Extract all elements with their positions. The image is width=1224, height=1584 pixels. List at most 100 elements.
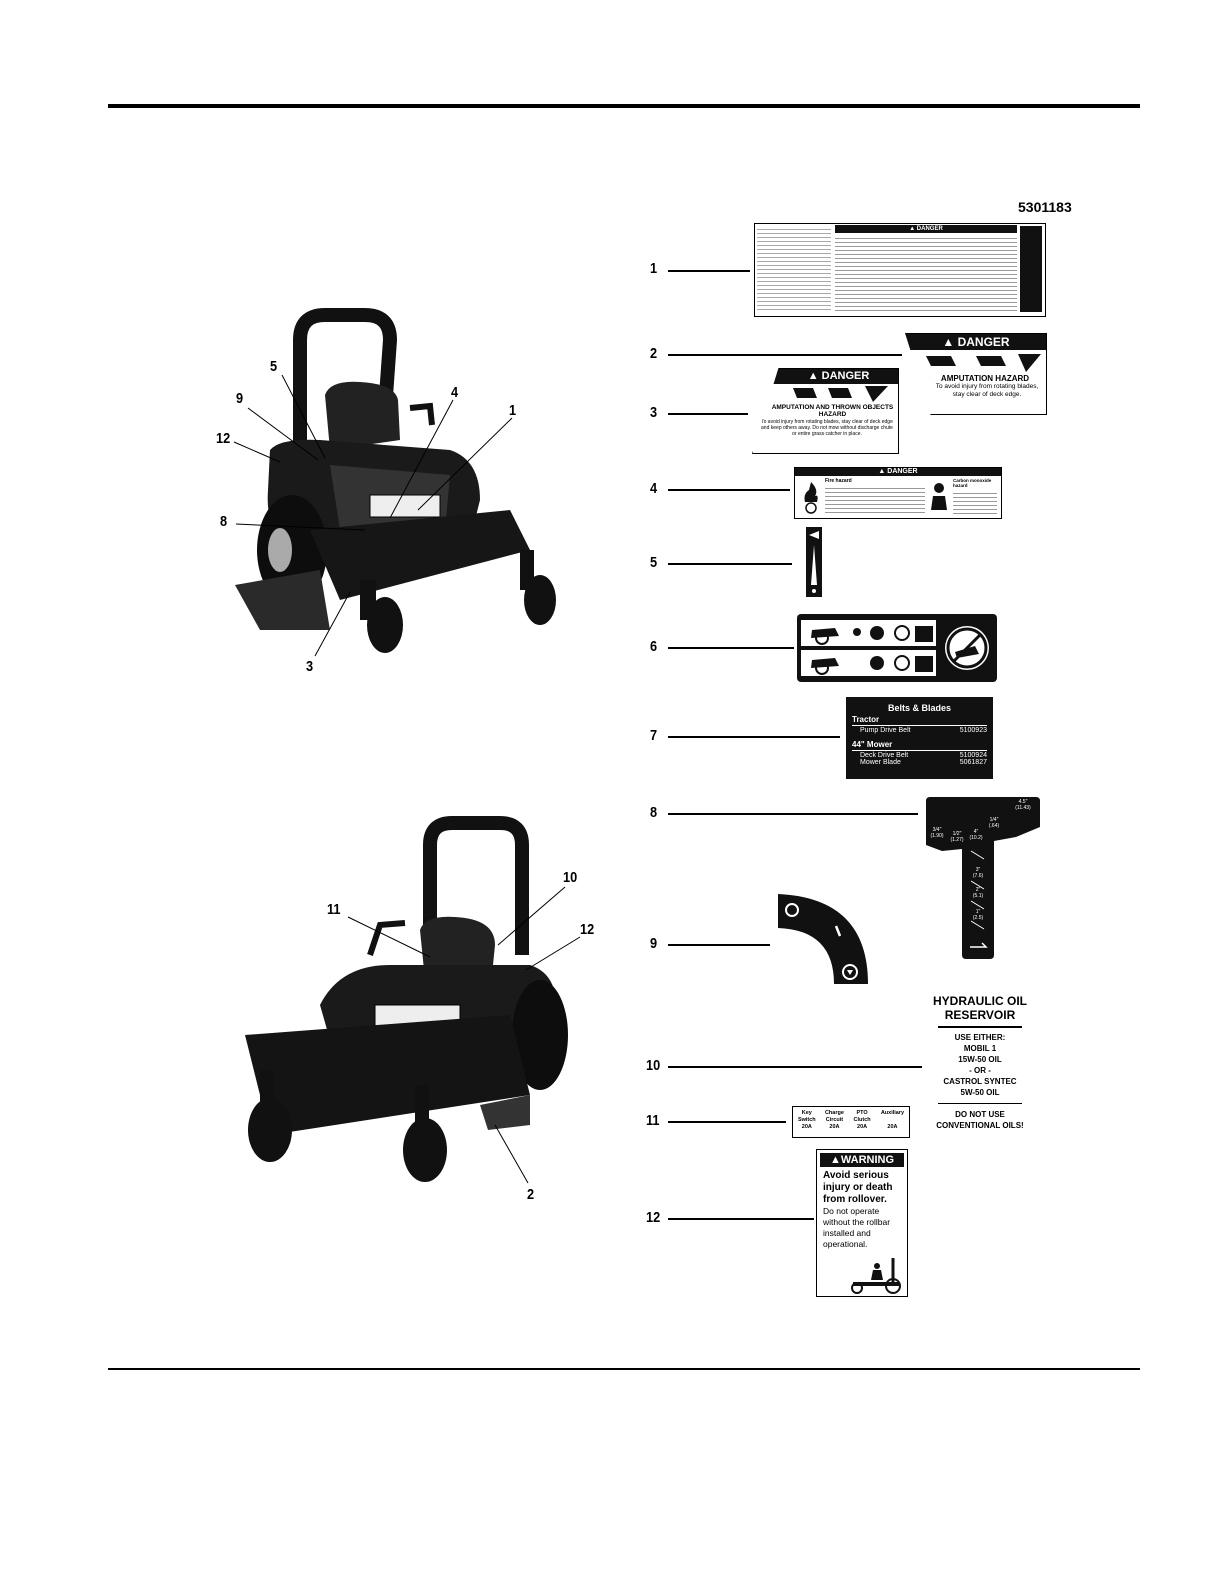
decal-10-hydraulic-oil: HYDRAULIC OIL RESERVOIR USE EITHER: MOBI… — [930, 994, 1030, 1146]
leader-12 — [233, 441, 281, 463]
decal-3-danger-text: DANGER — [821, 370, 870, 382]
decal-10-mobil: MOBIL 1 — [963, 1043, 997, 1053]
decal-4-right-text — [953, 490, 997, 514]
decal-8-top-right-in: 4.5" — [1018, 799, 1028, 805]
top-rule — [108, 104, 1140, 108]
leader-10 — [497, 886, 566, 946]
decal-10-title-1: HYDRAULIC OIL — [933, 994, 1027, 1008]
leader-12b — [525, 936, 581, 971]
decal-7-belts-blades: Belts & Blades Tractor Pump Drive Belt 5… — [846, 697, 993, 779]
decal-10-use-either: USE EITHER: — [954, 1032, 1006, 1042]
decal-2-banner: ▲ DANGER — [906, 334, 1046, 350]
decal-7-title: Belts & Blades — [887, 703, 952, 713]
fire-icon — [804, 482, 818, 514]
decal-7-row-blade: Mower Blade 5061827 — [846, 759, 993, 766]
leader-9 — [247, 407, 319, 461]
item-12-leader — [668, 1218, 814, 1220]
decal-4-left-title: Fire hazard — [825, 478, 852, 484]
decal-2-amputation-hazard: ▲ DANGER AMPUTATION HAZARD To avoid inju… — [905, 333, 1047, 415]
decal-7-row-deck-label: Deck Drive Belt — [860, 752, 909, 759]
callout-lower-12: 12 — [580, 921, 595, 938]
decal-1-left-block — [757, 226, 831, 312]
item-3-leader — [668, 413, 748, 415]
blade-hand-icon — [926, 354, 1041, 372]
item-2-leader — [668, 354, 902, 356]
decal-8-v3-in: 3/4" — [932, 827, 942, 833]
callout-lower-11: 11 — [327, 901, 341, 918]
decal-2-danger-text: DANGER — [957, 335, 1010, 349]
decal-7-row-pump: Pump Drive Belt 5100923 — [846, 727, 993, 734]
decal-4-fire-co-hazard: ▲ DANGER Fire hazard Carbon monoxide haz… — [794, 467, 1002, 519]
decal-8-v4: 1/2"(1.27) — [948, 831, 966, 843]
decal-8-v5: 3"(7.6) — [966, 867, 990, 879]
item-6-leader — [668, 647, 794, 649]
decal-12-bold-1: Avoid serious — [823, 1170, 889, 1181]
start-icon — [842, 964, 858, 980]
decal-10-conventional: CONVENTIONAL OILS! — [936, 1121, 1024, 1130]
leader-3 — [314, 591, 351, 657]
decal-10-do-not-use: DO NOT USE — [955, 1110, 1005, 1119]
callout-upper-5: 5 — [270, 358, 278, 375]
fuse-key-switch-rating: 20A — [801, 1124, 812, 1130]
fuse-aux-line2 — [876, 1117, 909, 1124]
decal-12-note-2: without the rollbar — [823, 1217, 891, 1227]
decal-12-bold-3: from rollover. — [823, 1194, 887, 1205]
decal-7-section-tractor: Tractor — [852, 715, 880, 724]
decal-1-right-strip — [1020, 226, 1042, 312]
leader-1 — [417, 417, 513, 511]
item-10-number: 10 — [646, 1057, 661, 1074]
item-12-number: 12 — [646, 1209, 661, 1226]
decal-10-castrol-grade: 5W-50 OIL — [960, 1087, 1000, 1097]
decal-7-section-mower: 44" Mower — [852, 740, 893, 749]
decal-3-banner: ▲ DANGER — [753, 369, 898, 384]
decal-8-v7: 1"(2.5) — [966, 909, 990, 921]
decal-8-v2-mm: (10.2) — [969, 835, 983, 841]
decal-8-v3-mm: (1.90) — [930, 833, 944, 839]
bottom-rule — [108, 1368, 1140, 1370]
decal-5-throttle-strip — [806, 527, 822, 597]
blade-thrown-objects-icon — [793, 386, 888, 402]
decal-8-v6-mm: (5.1) — [972, 893, 984, 899]
off-icon — [785, 903, 799, 917]
decal-10-mobil-grade: 15W-50 OIL — [958, 1054, 1002, 1064]
fuse-charge-rating: 20A — [829, 1124, 840, 1130]
decal-12-rollover-warning: ▲WARNING Avoid serious injury or death f… — [816, 1149, 908, 1297]
decal-7-row-deck-value: 5100924 — [959, 752, 987, 759]
item-2-number: 2 — [650, 345, 658, 362]
item-9-number: 9 — [650, 935, 658, 952]
decal-12-note-3: installed and — [823, 1228, 871, 1238]
decal-8-v2-in: 4" — [973, 829, 979, 835]
decal-8-v6: 2"(5.1) — [966, 887, 990, 899]
item-11-number: 11 — [646, 1112, 660, 1129]
decal-8-top-right-mm: (11.43) — [1015, 805, 1031, 811]
decal-12-warning-text: WARNING — [840, 1154, 895, 1166]
decal-8-top-right: 4.5" (11.43) — [1008, 799, 1038, 811]
leader-2 — [494, 1124, 529, 1184]
decal-8-v5-in: 3" — [975, 867, 981, 873]
leader-4 — [389, 399, 454, 519]
decal-8-height-of-cut: 4.5" (11.43) 1/4"(.64) 3/4"(1.90) 1/2"(1… — [926, 797, 1040, 959]
decal-10-title-2: RESERVOIR — [944, 1008, 1016, 1022]
decal-8-v3: 3/4"(1.90) — [928, 827, 946, 839]
decal-8-shape — [926, 797, 1040, 959]
item-1-number: 1 — [650, 260, 658, 277]
decal-10-or: - OR - — [969, 1065, 991, 1075]
item-4-number: 4 — [650, 480, 658, 497]
decal-6-operation-pictorial — [797, 614, 997, 682]
decal-4-left-text — [825, 485, 925, 515]
item-3-number: 3 — [650, 404, 658, 421]
decal-3-title: AMPUTATION AND THROWN OBJECTS HAZARD — [771, 404, 894, 418]
decal-8-v6-in: 2" — [975, 887, 981, 893]
decal-8-v5-mm: (7.6) — [972, 873, 984, 879]
leader-8 — [235, 523, 366, 531]
decal-2-title: AMPUTATION HAZARD — [940, 374, 1030, 383]
decal-8-v7-in: 1" — [975, 909, 981, 915]
item-11-leader — [668, 1121, 786, 1123]
fuse-aux-rating: 20A — [887, 1124, 898, 1130]
callout-lower-10: 10 — [563, 869, 578, 886]
fuse-pto-line2: Clutch — [853, 1117, 871, 1123]
